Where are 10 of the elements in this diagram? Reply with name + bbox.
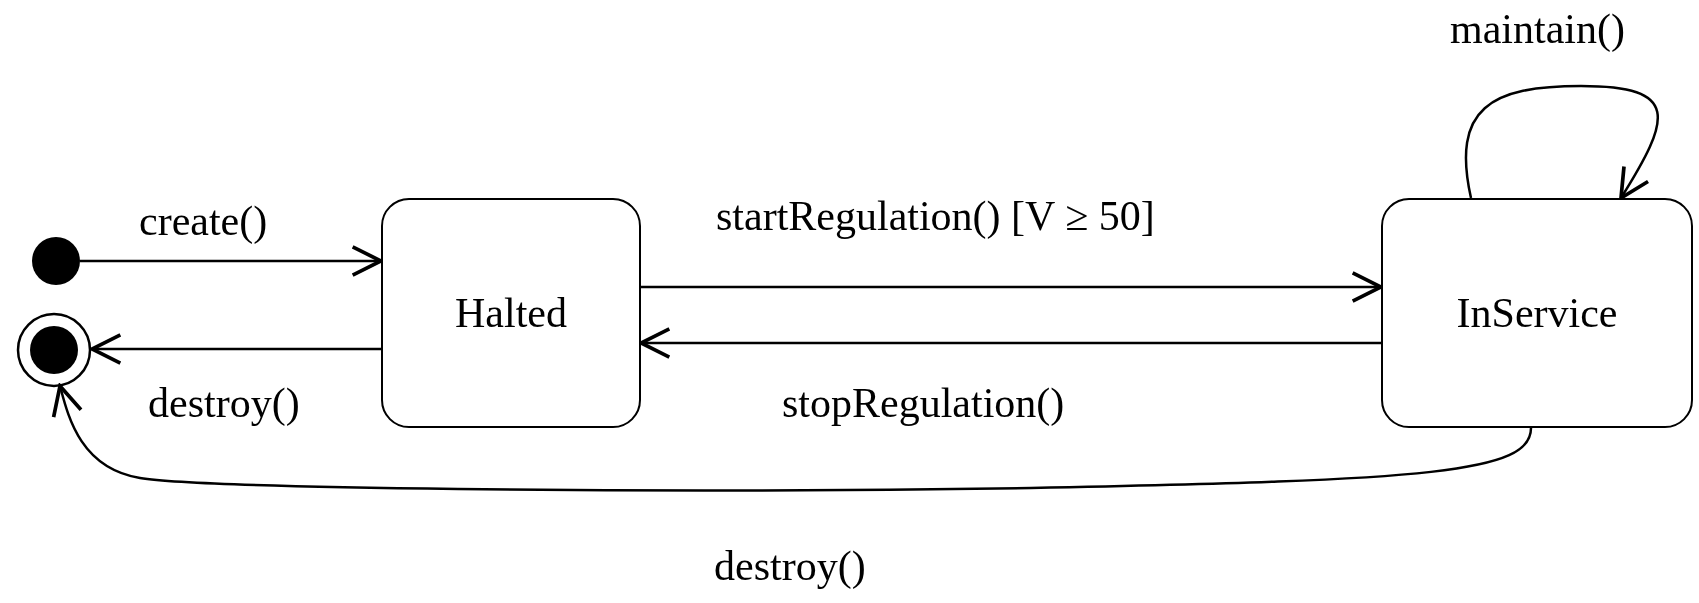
state-box (381, 198, 641, 428)
state-name: InService (1456, 292, 1618, 334)
transition-arrow (51, 384, 1533, 492)
transition-arrow (90, 333, 381, 365)
state-box (1381, 198, 1693, 428)
state-name: Halted (455, 292, 567, 334)
transition-arrow (641, 271, 1383, 303)
transition-arrow (80, 245, 383, 277)
transition-arrow (1464, 84, 1659, 200)
transition-arrow (639, 327, 1381, 359)
